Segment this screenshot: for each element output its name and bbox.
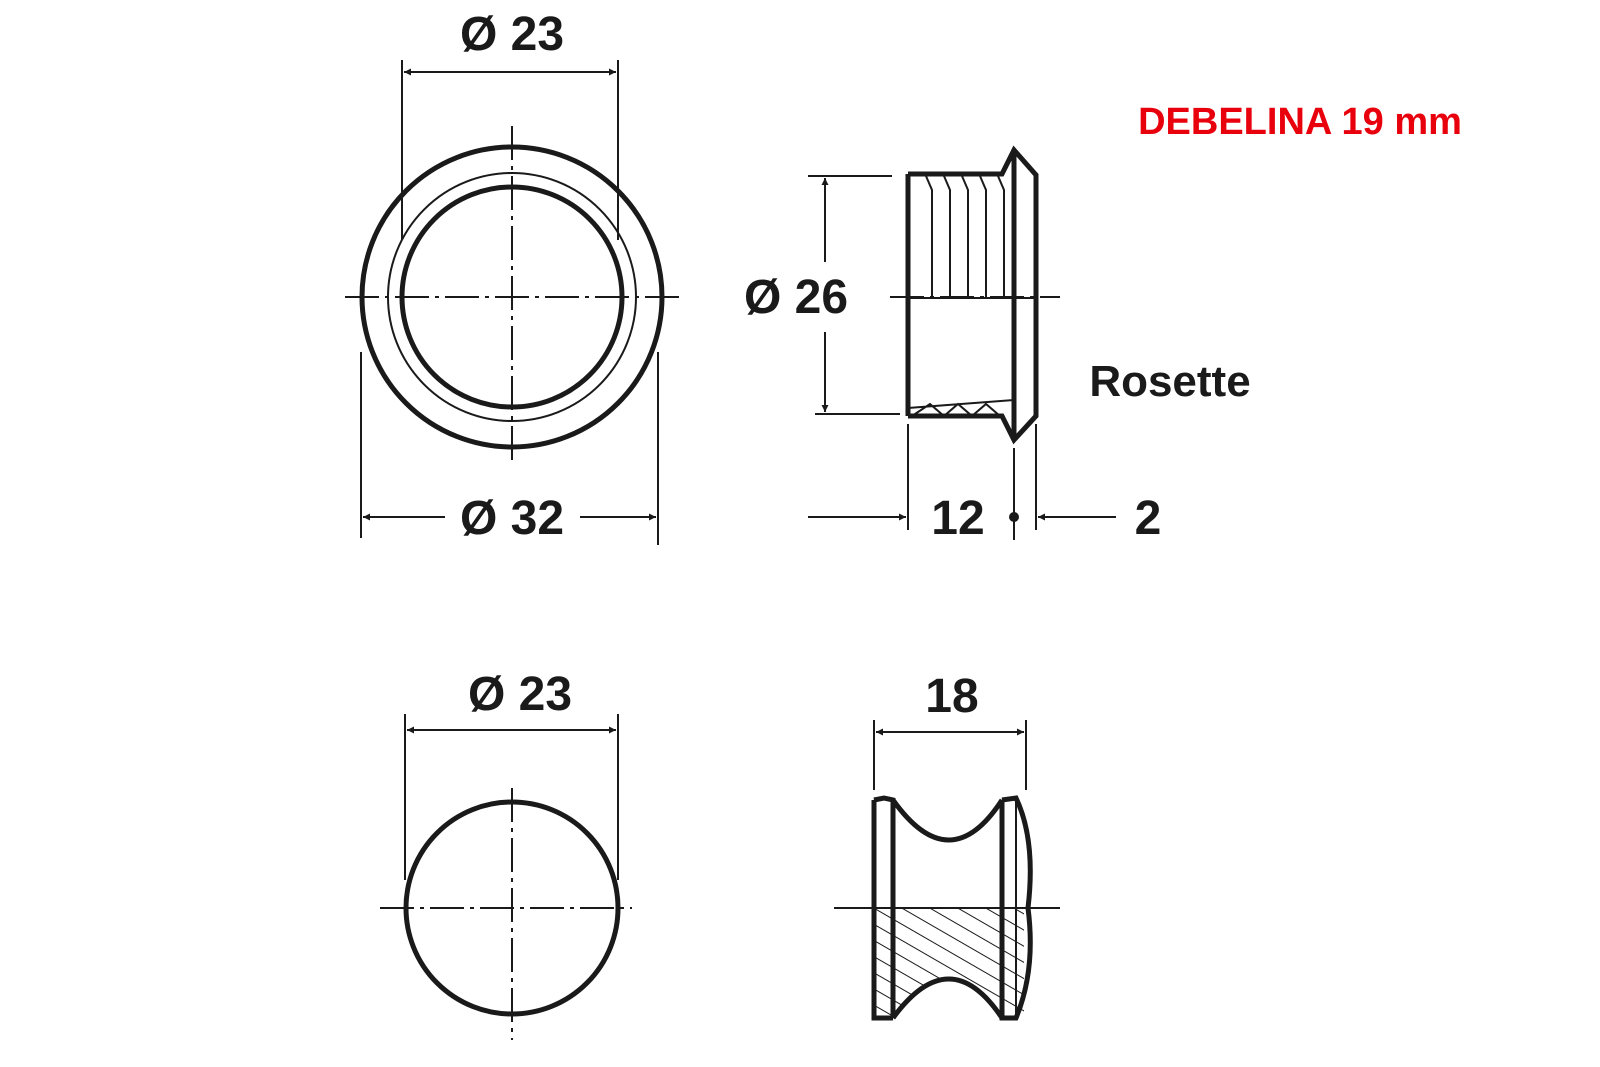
rosette-name-label: Rosette: [1089, 357, 1250, 406]
knob-side-view: 18: [834, 670, 1060, 1058]
knob-front-view: Ø 23: [380, 668, 632, 1040]
rosette-thread-lines: [925, 175, 1005, 298]
rosette-front-view: Ø 23 Ø 32: [345, 8, 682, 545]
thickness-note: DEBELINA 19 mm: [1138, 101, 1462, 143]
knob-diameter-label: Ø 23: [468, 668, 572, 721]
rosette-bottom-thread: [907, 399, 1015, 418]
dim-dot: [1009, 512, 1019, 522]
knob-lower-cutout: [874, 979, 1024, 1018]
rosette-side-diameter-label: Ø 26: [744, 271, 848, 324]
rosette-inner-diameter-label: Ø 23: [460, 8, 564, 61]
rosette-outer-diameter-label: Ø 32: [460, 492, 564, 545]
knob-bottom-groove: [890, 976, 1005, 1020]
rosette-outline: [908, 145, 1039, 445]
knob-top-groove: [890, 798, 1005, 843]
rosette-side-view: Ø 26 12 2 Rosette: [744, 145, 1251, 545]
knob-length-label: 18: [925, 670, 978, 723]
rosette-length-label: 12: [931, 492, 984, 545]
knob-hatch-mask: [874, 1018, 1024, 1058]
rosette-flange-label: 2: [1135, 492, 1162, 545]
